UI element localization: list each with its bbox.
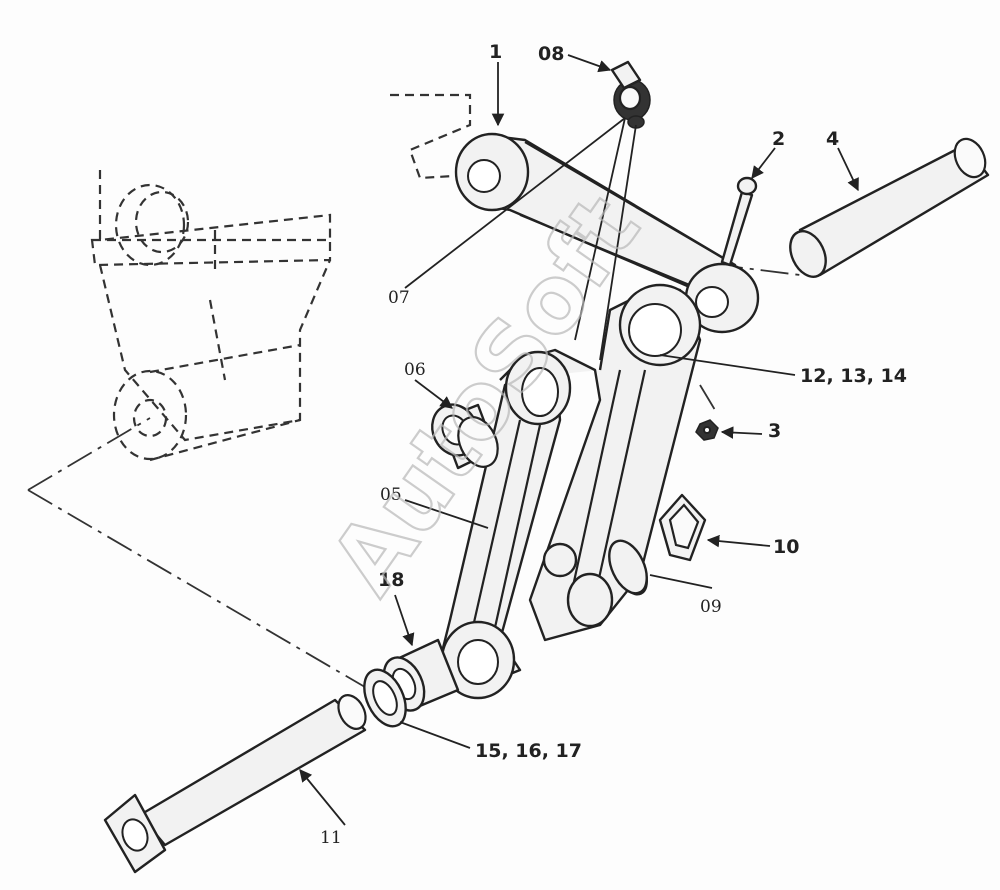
- callout-12-13-14: 12, 13, 14: [800, 365, 907, 387]
- cover-plate-part-10: [658, 493, 707, 562]
- pin-part-4: [789, 137, 990, 278]
- callout-3: 3: [768, 420, 781, 442]
- callout-05: 05: [380, 485, 402, 505]
- callout-09: 09: [700, 597, 722, 617]
- callout-4: 4: [826, 128, 839, 150]
- bushing-part-06: [431, 403, 499, 470]
- callout-07: 07: [388, 288, 410, 308]
- grease-fitting-part-08: [610, 60, 651, 129]
- callout-10: 10: [773, 536, 799, 558]
- bolt-part-2: [720, 176, 758, 267]
- pin-part-11: [103, 694, 367, 874]
- callout-15-16-17: 15, 16, 17: [475, 740, 582, 762]
- nut-part-3: [695, 419, 719, 441]
- mounting-bracket-phantom: [90, 93, 472, 462]
- callout-06: 06: [404, 360, 426, 380]
- shims-part-15-16-17: [363, 668, 407, 728]
- callout-08: 08: [538, 43, 564, 65]
- callout-18: 18: [378, 569, 404, 591]
- callout-2: 2: [772, 128, 785, 150]
- leader-lines: [299, 54, 859, 826]
- callout-labels: 1 08 2 4 07 12, 13, 14 06 3 05 10 18 09 …: [320, 41, 907, 848]
- callout-11: 11: [320, 828, 342, 848]
- upper-link-part-1: [454, 132, 760, 334]
- washer-part-09: [608, 539, 648, 595]
- callout-1: 1: [489, 41, 502, 63]
